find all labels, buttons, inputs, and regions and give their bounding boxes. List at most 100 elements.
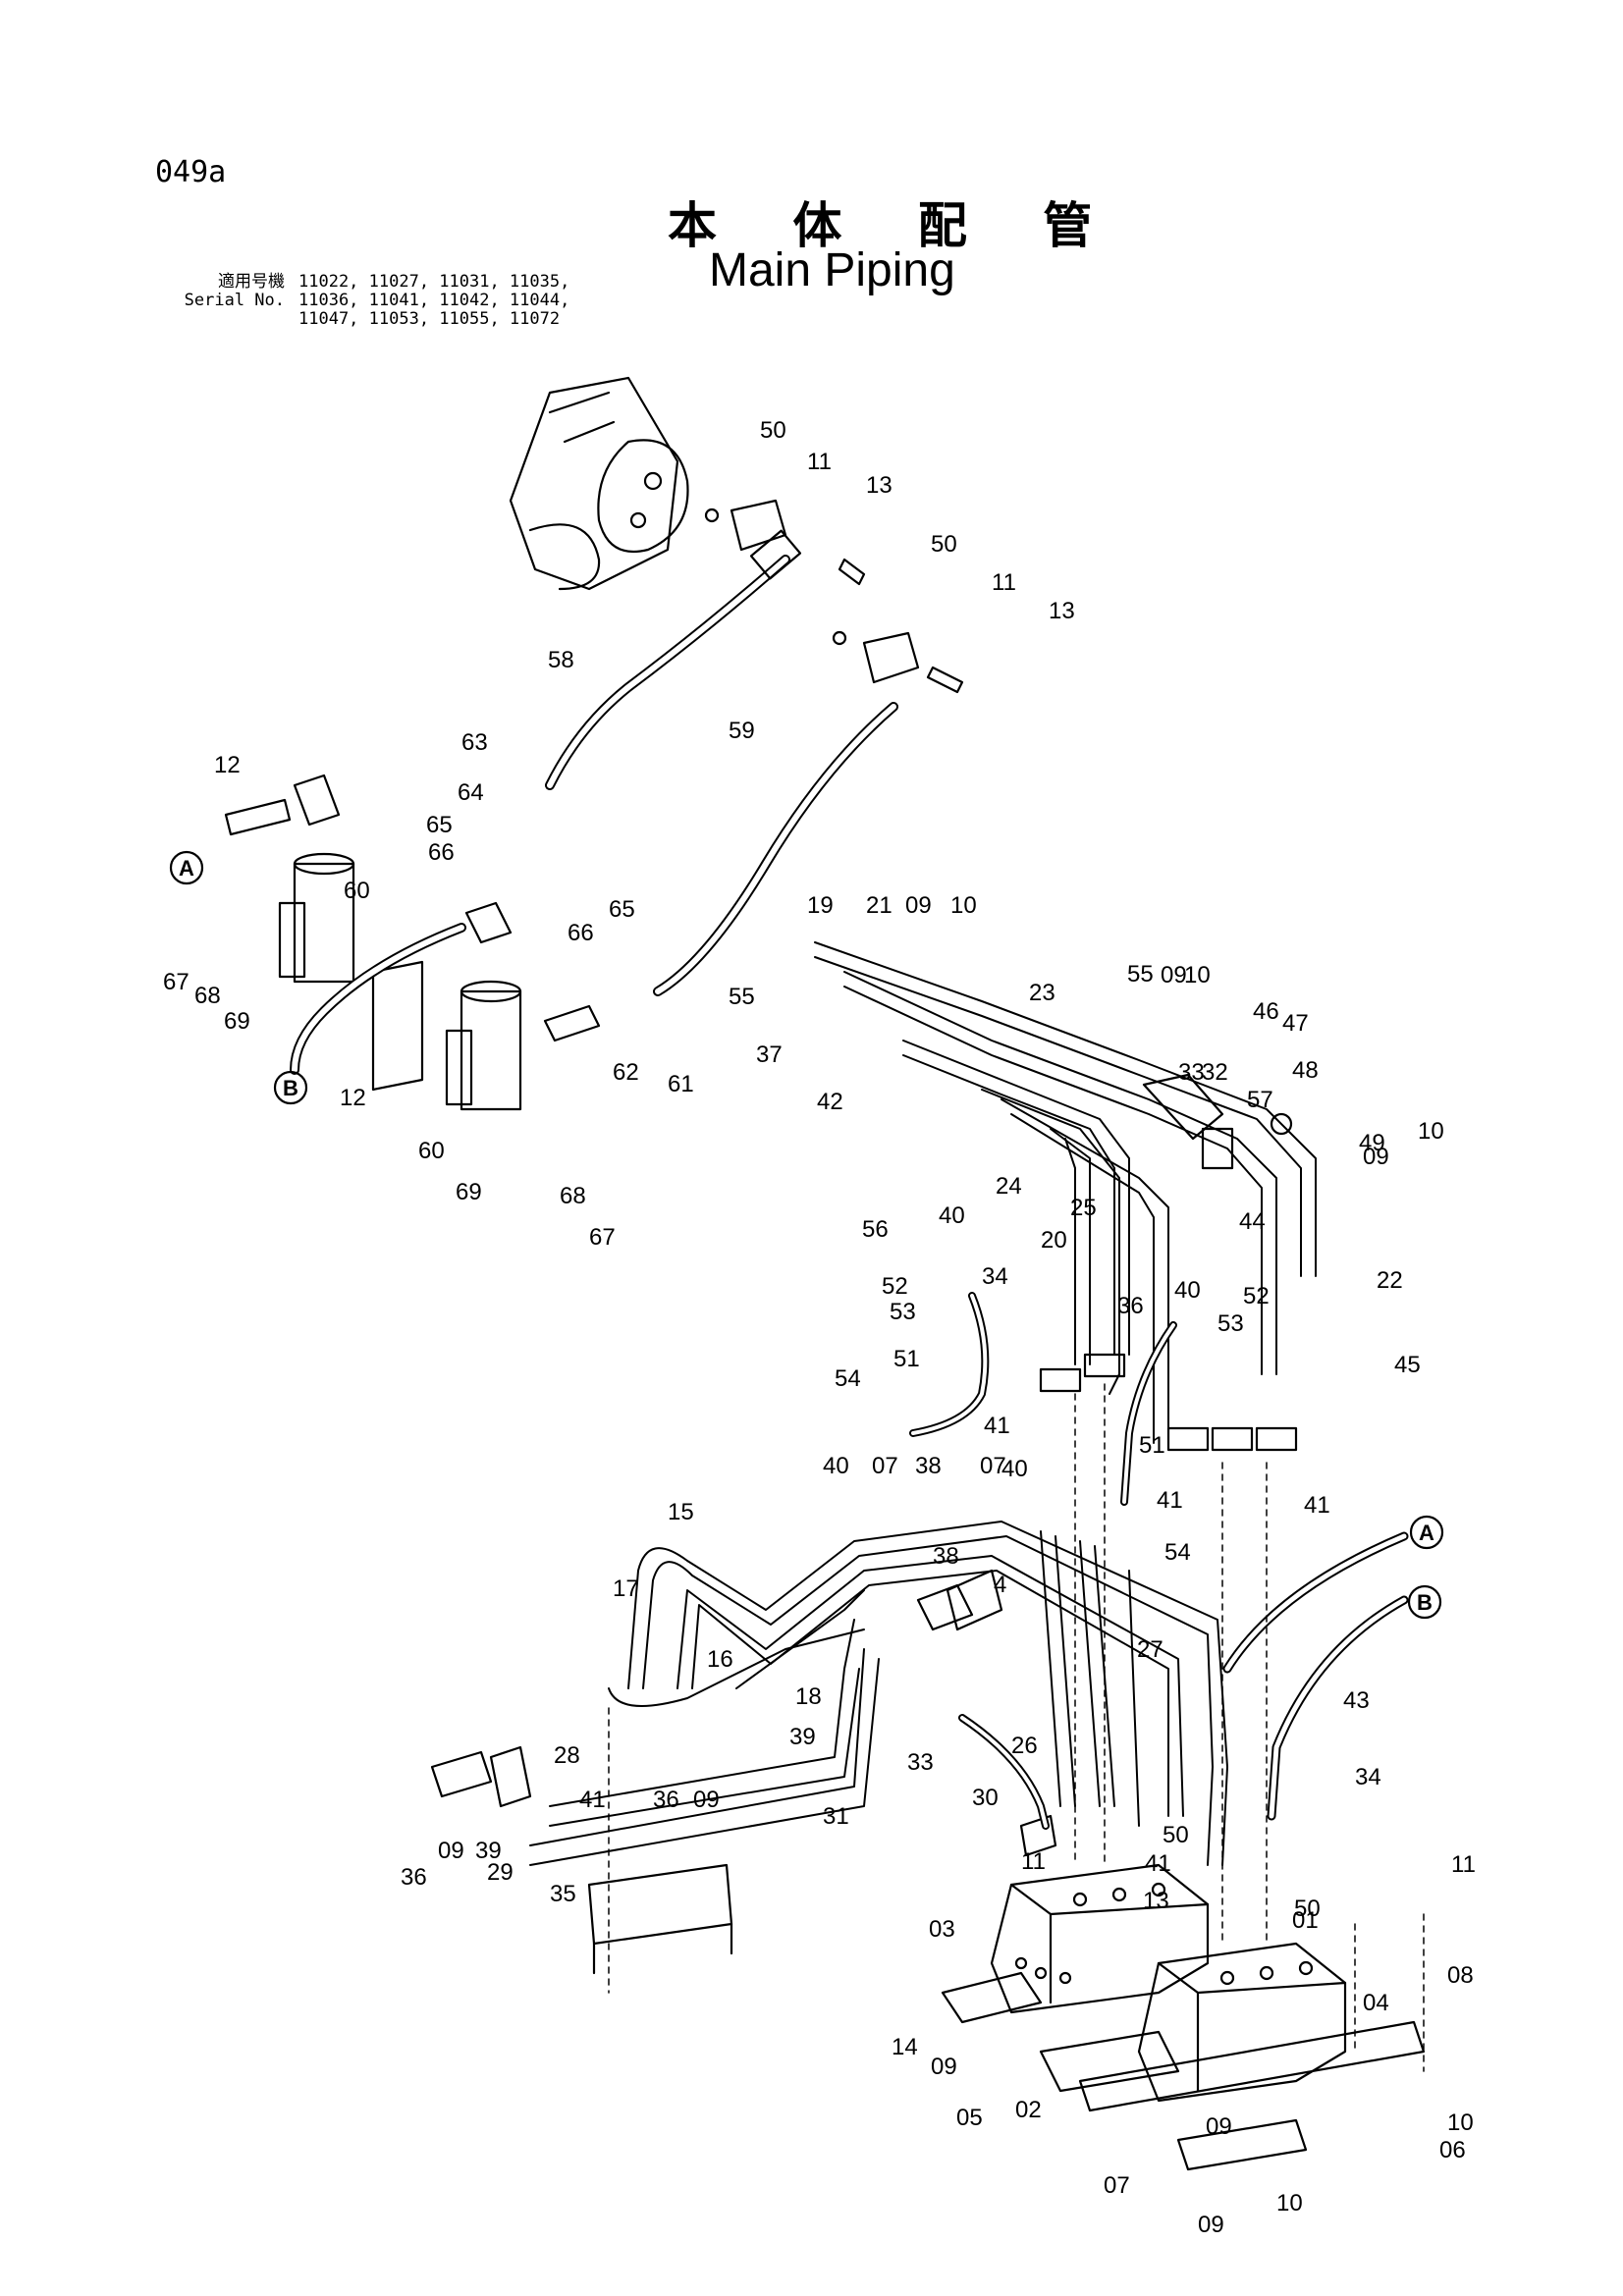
part-number-callout: 11 bbox=[1021, 1848, 1046, 1875]
part-number-callout: 39 bbox=[789, 1724, 816, 1750]
part-number-callout: 62 bbox=[613, 1059, 639, 1086]
bracket-06 bbox=[1078, 2020, 1426, 2112]
part-number-callout: 13 bbox=[1049, 598, 1075, 624]
connector-b-right: B bbox=[1407, 1584, 1442, 1620]
part-number-callout: 67 bbox=[163, 969, 189, 995]
part-number-callout: 30 bbox=[972, 1785, 999, 1811]
part-number-callout: 29 bbox=[487, 1859, 514, 1886]
part-number-callout: 11 bbox=[1451, 1851, 1476, 1878]
part-number-callout: 40 bbox=[939, 1202, 965, 1229]
part-number-callout: 37 bbox=[756, 1041, 783, 1068]
hose-58 bbox=[545, 529, 802, 790]
bracket-05 bbox=[1039, 2030, 1180, 2093]
part-number-callout: 16 bbox=[707, 1646, 733, 1673]
part-number-callout: 66 bbox=[428, 839, 455, 866]
part-number-callout: 40 bbox=[1174, 1277, 1201, 1304]
part-number-callout: 61 bbox=[668, 1071, 694, 1097]
part-number-callout: 60 bbox=[418, 1138, 445, 1164]
part-number-callout: 47 bbox=[1282, 1010, 1309, 1037]
part-number-callout: 69 bbox=[456, 1179, 482, 1205]
part-number-callout: 64 bbox=[458, 779, 484, 806]
part-number-callout: 59 bbox=[729, 718, 755, 744]
part-number-callout: 09 bbox=[1206, 2113, 1232, 2140]
part-number-callout: 07 bbox=[1104, 2172, 1130, 2199]
part-number-callout: 50 bbox=[931, 531, 957, 558]
part-number-callout: 56 bbox=[862, 1216, 889, 1243]
svg-text:B: B bbox=[1417, 1590, 1433, 1615]
part-number-callout: 27 bbox=[1137, 1636, 1163, 1663]
part-number-callout: 20 bbox=[1041, 1227, 1067, 1254]
part-number-callout: 24 bbox=[996, 1173, 1022, 1200]
part-number-callout: 50 bbox=[760, 417, 786, 444]
part-number-callout: 28 bbox=[554, 1742, 580, 1769]
part-number-callout: 65 bbox=[609, 896, 635, 923]
part-number-callout: 41 bbox=[1304, 1492, 1330, 1519]
part-number-callout: 49 bbox=[1359, 1130, 1385, 1156]
pipe-bundle-lower bbox=[608, 1521, 1228, 1866]
part-number-callout: 09 bbox=[438, 1838, 464, 1864]
serial-line: 11022, 11027, 11031, 11035, bbox=[298, 272, 570, 292]
part-callouts: 5011135011135859636412656660656667686962… bbox=[163, 417, 1476, 2238]
part-number-callout: 09 bbox=[1363, 1144, 1389, 1170]
part-number-callout: 13 bbox=[1143, 1888, 1169, 1914]
part-number-callout: 54 bbox=[835, 1365, 861, 1392]
part-number-callout: 69 bbox=[224, 1008, 250, 1035]
part-number-callout: 19 bbox=[807, 892, 834, 919]
part-number-callout: 02 bbox=[1015, 2097, 1042, 2123]
part-number-callout: 50 bbox=[1163, 1822, 1189, 1848]
part-number-callout: 04 bbox=[1363, 1990, 1389, 2016]
part-number-callout: 57 bbox=[1247, 1087, 1273, 1113]
part-number-callout: 68 bbox=[194, 983, 221, 1009]
part-number-callout: 55 bbox=[729, 984, 755, 1010]
part-number-callout: 53 bbox=[1217, 1310, 1244, 1337]
part-number-callout: 34 bbox=[982, 1263, 1008, 1290]
part-number-callout: 40 bbox=[1001, 1456, 1028, 1482]
pipes-28-29 bbox=[529, 1619, 880, 1866]
serial-line: 11036, 11041, 11042, 11044, bbox=[298, 291, 570, 310]
part-number-callout: 50 bbox=[1294, 1896, 1321, 1922]
part-number-callout: 46 bbox=[1253, 998, 1279, 1025]
part-number-callout: 10 bbox=[1184, 962, 1211, 988]
fitting-12-65 bbox=[224, 774, 601, 1042]
pump-housing bbox=[509, 376, 689, 591]
part-number-callout: 54 bbox=[1164, 1539, 1191, 1566]
part-number-callout: 09 bbox=[693, 1787, 720, 1813]
part-number-callout: 42 bbox=[817, 1089, 843, 1115]
flange-mid bbox=[916, 1569, 1057, 1857]
part-number-callout: 63 bbox=[461, 729, 488, 756]
part-number-callout: 01 bbox=[1292, 1907, 1319, 1934]
part-number-callout: 36 bbox=[1117, 1293, 1144, 1319]
part-number-callout: 23 bbox=[1029, 980, 1055, 1006]
part-number-callout: 67 bbox=[589, 1224, 616, 1251]
part-number-callout: 41 bbox=[1145, 1850, 1171, 1877]
svg-text:A: A bbox=[179, 856, 194, 881]
part-number-callout: 48 bbox=[1292, 1057, 1319, 1084]
bracket-07 bbox=[1176, 2118, 1308, 2171]
svg-text:B: B bbox=[283, 1076, 298, 1100]
part-number-callout: 52 bbox=[882, 1273, 908, 1300]
part-number-callout: 51 bbox=[893, 1346, 920, 1372]
control-valve-01 bbox=[990, 1863, 1210, 2014]
part-number-callout: 35 bbox=[550, 1881, 576, 1907]
part-number-callout: 45 bbox=[1394, 1352, 1421, 1378]
serial-line: 11047, 11053, 11055, 11072 bbox=[298, 309, 561, 329]
part-number-callout: 10 bbox=[1276, 2190, 1303, 2216]
part-number-callout: 05 bbox=[956, 2105, 983, 2131]
filter-60-lower bbox=[371, 960, 522, 1111]
part-number-callout: 34 bbox=[1355, 1764, 1381, 1790]
part-number-callout: 40 bbox=[823, 1453, 849, 1479]
connector-a-left: A bbox=[169, 850, 204, 885]
part-number-callout: 52 bbox=[1243, 1283, 1270, 1309]
flange-row-1 bbox=[1039, 1353, 1298, 1452]
part-number-callout: 03 bbox=[929, 1916, 955, 1943]
connector-a-right: A bbox=[1409, 1515, 1444, 1550]
part-number-callout: 07 bbox=[872, 1453, 898, 1479]
page-title-japanese: 本 体 配 管 bbox=[668, 197, 1122, 254]
hose-51-left bbox=[909, 1292, 990, 1437]
part-number-callout: 11 bbox=[992, 569, 1016, 596]
part-number-callout: 10 bbox=[1447, 2109, 1474, 2136]
part-number-callout: 36 bbox=[401, 1864, 427, 1891]
part-number-callout: 68 bbox=[560, 1183, 586, 1209]
part-number-callout: 14 bbox=[892, 2034, 918, 2060]
connector-b-left: B bbox=[273, 1070, 308, 1105]
